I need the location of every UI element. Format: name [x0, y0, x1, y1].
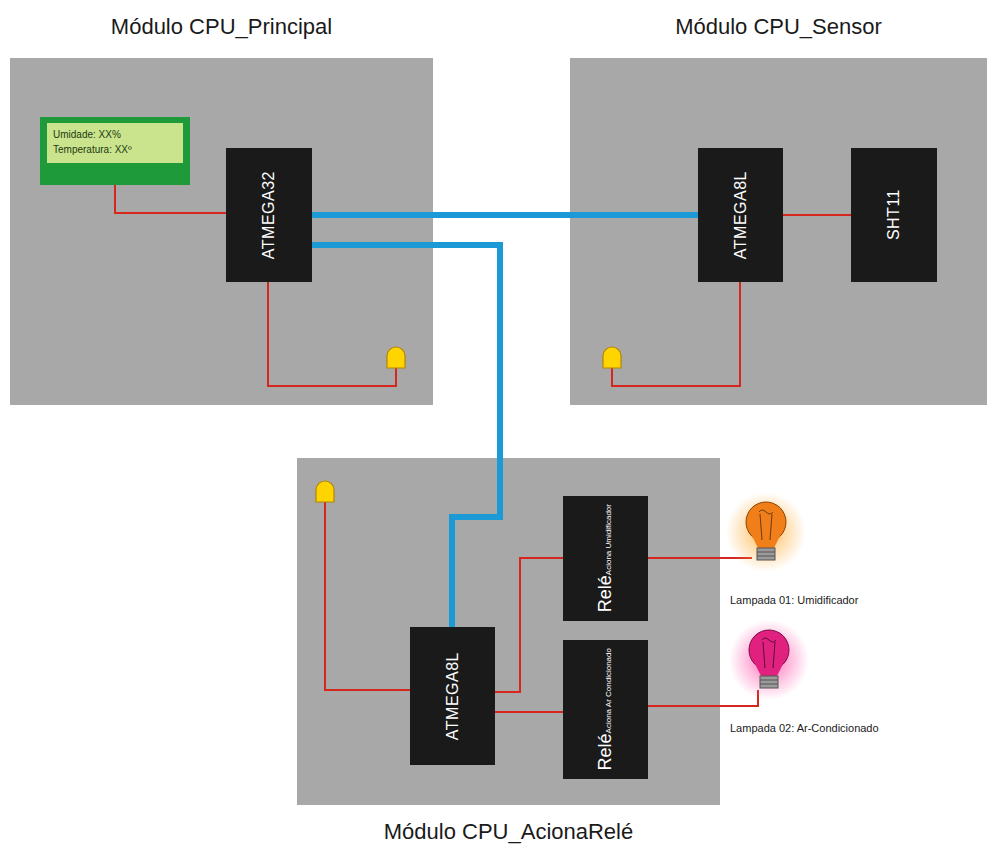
wire-connector	[783, 214, 851, 216]
lamp	[726, 492, 806, 572]
wire-connector	[495, 558, 563, 692]
vertical-label: SHT11	[885, 189, 903, 240]
wire-connector	[495, 711, 563, 713]
led	[316, 347, 621, 502]
module-title: Módulo CPU_AcionaRelé	[257, 819, 760, 845]
panel-fill	[297, 458, 720, 805]
lcd-text: Temperatura: XXº	[53, 142, 177, 157]
chip-label: ATMEGA8L	[732, 171, 750, 259]
wire-connector	[115, 185, 226, 213]
chip-box: ATMEGA32	[226, 148, 312, 282]
vertical-label: ReléAciona Ar Condicionado	[595, 648, 616, 770]
relay-label: Aciona Ar Condicionado	[604, 648, 613, 733]
vertical-label: ATMEGA32	[260, 171, 278, 259]
lamp-label: Lampada 02: Ar-Condicionado	[730, 722, 879, 734]
lamp	[729, 620, 809, 700]
vertical-label: ATMEGA8L	[732, 171, 750, 259]
lcd-screen: Umidade: XX%Temperatura: XXº	[47, 123, 183, 163]
relay-label: Aciona Umidificador	[604, 504, 613, 575]
relay-box: ReléAciona Ar Condicionado	[563, 640, 648, 779]
chip-label: ATMEGA32	[260, 171, 278, 259]
vertical-label: ATMEGA8L	[444, 652, 462, 740]
module-panel: Módulo CPU_AcionaReléATMEGA8LReléAciona …	[297, 458, 720, 805]
panel-fill	[10, 58, 433, 405]
panel-fill	[570, 58, 987, 405]
lcd-text: Umidade: XX%	[53, 127, 177, 142]
chip-box: SHT11	[851, 148, 937, 282]
bus-connector	[312, 212, 698, 218]
module-title: Módulo CPU_Principal	[0, 14, 473, 40]
module-title: Módulo CPU_Sensor	[530, 14, 987, 40]
chip-box: ATMEGA8L	[410, 627, 495, 765]
module-panel: Módulo CPU_SensorATMEGA8LSHT11	[570, 58, 987, 405]
led-wire	[268, 282, 758, 706]
lcd-display: Umidade: XX%Temperatura: XXº	[40, 117, 190, 185]
bus-connector	[312, 245, 500, 627]
relay-label: Relé	[595, 576, 616, 613]
chip-label: SHT11	[885, 189, 903, 240]
chip-label: ATMEGA8L	[444, 652, 462, 740]
chip-box: ATMEGA8L	[698, 148, 783, 282]
vertical-label: ReléAciona Umidificador	[595, 504, 616, 612]
module-panel: Módulo CPU_PrincipalUmidade: XX%Temperat…	[10, 58, 433, 405]
lamp-label: Lampada 01: Umidificador	[730, 594, 858, 606]
relay-box: ReléAciona Umidificador	[563, 496, 648, 621]
relay-label: Relé	[595, 734, 616, 771]
